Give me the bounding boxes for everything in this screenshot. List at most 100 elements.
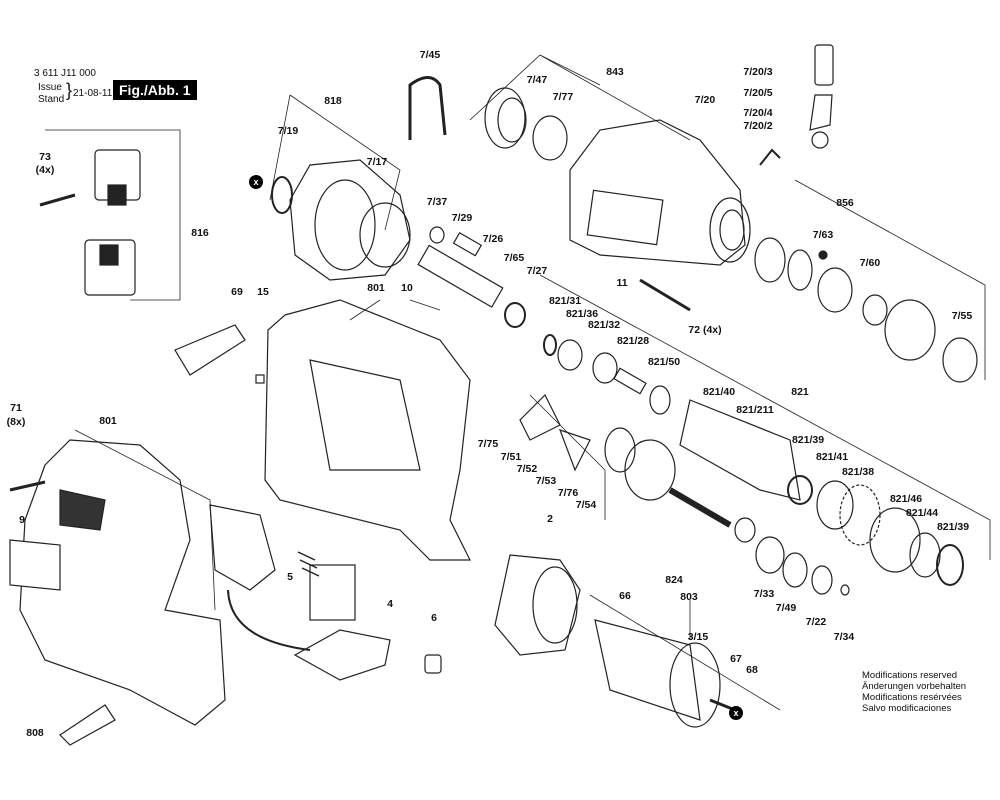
part-label: 803: [680, 590, 698, 603]
modifications-notes: Modifications reserved Änderungen vorbeh…: [862, 670, 966, 714]
part-electronic-switch: [209, 504, 276, 591]
part-7-26-piston: [417, 244, 504, 308]
part-label: 821/36: [565, 307, 599, 320]
part-label: 7/33: [753, 587, 775, 600]
part-label: 7/20/4: [743, 106, 773, 119]
part-label: 821/46: [889, 492, 923, 505]
part-label: 7/20/3: [743, 65, 773, 78]
part-label: 856: [836, 196, 854, 209]
note-line: Modifications reserved: [862, 670, 958, 681]
connection-marker-x: x: [729, 706, 743, 720]
part-9-label: [9, 539, 61, 591]
part-label: 821/38: [841, 465, 875, 478]
part-label: 9: [19, 513, 25, 526]
part-label: 7/63: [812, 228, 834, 241]
part-label: 7/60: [859, 256, 881, 269]
part-label: (8x): [6, 415, 26, 428]
part-label: 2: [547, 512, 553, 525]
part-label: 7/29: [451, 211, 473, 224]
part-5: [309, 564, 356, 621]
brace: }: [66, 80, 73, 100]
part-label: 7/65: [503, 251, 525, 264]
part-label: 821: [791, 385, 809, 398]
part-4-battery-interface: [293, 629, 391, 681]
issue-date: 21-08-11: [73, 88, 113, 99]
part-label: 7/75: [477, 437, 499, 450]
part-label: 11: [616, 276, 628, 289]
note-line: Salvo modificaciones: [862, 703, 952, 714]
part-label: 5: [287, 570, 293, 583]
part-label: 73: [39, 150, 51, 163]
part-label: 72 (4x): [688, 323, 722, 336]
part-label: 821/32: [587, 318, 621, 331]
part-label: 71: [10, 401, 22, 414]
part-label: 7/37: [426, 195, 448, 208]
figure-label: Fig./Abb. 1: [113, 80, 197, 100]
connection-marker-x: x: [249, 175, 263, 189]
part-803-armature: [594, 619, 701, 721]
note-line: Änderungen vorbehalten: [862, 681, 967, 692]
part-label: 821/40: [702, 385, 736, 398]
part-808-nameplate: [59, 704, 116, 746]
part-label: 7/55: [951, 309, 973, 322]
part-label: 7/17: [366, 155, 388, 168]
part-801-housing-half: [19, 439, 226, 726]
part-label: 843: [606, 65, 624, 78]
part-label: 7/77: [552, 90, 574, 103]
part-6: [424, 654, 442, 674]
part-label: 7/47: [526, 73, 548, 86]
part-824-gear: [604, 427, 636, 473]
part-label: 801: [367, 281, 385, 294]
part-label: 821/39: [936, 520, 970, 533]
part-label: 818: [324, 94, 342, 107]
part-label: 68: [746, 663, 758, 676]
part-label: 7/20: [694, 93, 716, 106]
part-label: 821/41: [815, 450, 849, 463]
part-label: 66: [619, 589, 631, 602]
note-line: Modifications resérvées: [862, 692, 962, 703]
part-label: 7/34: [833, 630, 855, 643]
part-label: 824: [665, 573, 683, 586]
part-label: 821/31: [548, 294, 582, 307]
part-label: 3/15: [687, 630, 709, 643]
part-label: 7/26: [482, 232, 504, 245]
part-label: (4x): [35, 163, 55, 176]
part-label: 7/22: [805, 615, 827, 628]
part-label: 7/27: [526, 264, 548, 277]
part-label: 7/54: [575, 498, 597, 511]
part-label: 821/39: [791, 433, 825, 446]
part-label: 7/45: [419, 48, 441, 61]
part-10-housing-half: [264, 299, 471, 561]
part-label: 7/76: [557, 486, 579, 499]
part-label: 69: [231, 285, 243, 298]
part-7-47: [484, 87, 526, 149]
part-label: 808: [26, 726, 44, 739]
issue-label: Issue: [38, 82, 62, 93]
part-label: 7/49: [775, 601, 797, 614]
part-7-20-brush: [814, 44, 834, 86]
part-821-hammer-tube: [679, 399, 801, 501]
part-label: 816: [191, 226, 209, 239]
part-label: 6: [431, 611, 437, 624]
part-69-cover: [174, 324, 246, 376]
part-label: 4: [387, 597, 393, 610]
screw-72: [639, 278, 691, 312]
part-843-gear-housing: [569, 119, 746, 266]
part-label: 7/20/2: [743, 119, 773, 132]
part-label: 7/20/5: [743, 86, 773, 99]
part-label: 821/44: [905, 506, 939, 519]
leader-lines: [45, 54, 991, 711]
screw-71: [9, 480, 46, 492]
part-2-stator: [494, 554, 581, 656]
part-7-55: [884, 299, 936, 361]
part-7-45-clip: [408, 76, 447, 140]
part-label: 821/211: [736, 403, 774, 416]
part-number: 3 611 J11 000: [34, 68, 96, 79]
screw-73: [39, 193, 76, 207]
part-label: 10: [401, 281, 413, 294]
part-label: 821/28: [616, 334, 650, 347]
part-label: 67: [730, 652, 742, 665]
part-label: 7/52: [516, 462, 538, 475]
